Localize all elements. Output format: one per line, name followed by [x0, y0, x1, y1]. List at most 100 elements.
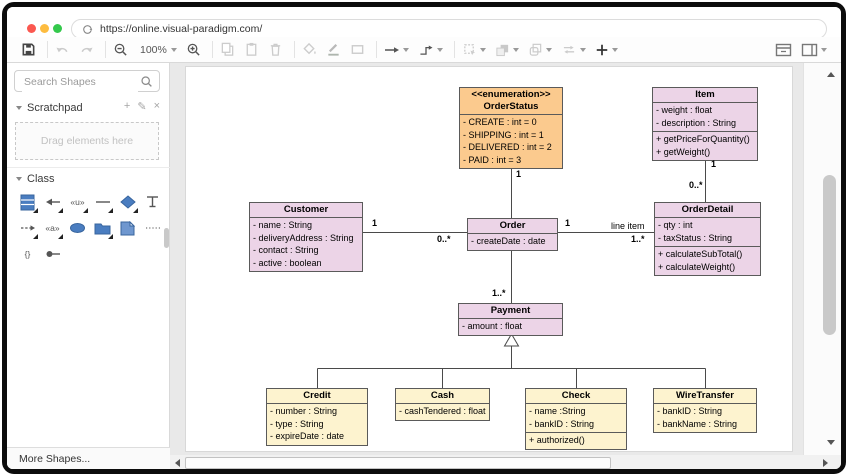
url-text: https://online.visual-paradigm.com/ — [100, 23, 263, 35]
toolbar-separator — [47, 41, 48, 58]
class-name: Check — [561, 390, 591, 401]
stereotype-a-icon[interactable]: «a» — [40, 215, 65, 241]
more-variants-icon — [33, 208, 38, 213]
sidebar-scrollbar-thumb[interactable] — [164, 228, 169, 248]
multiplicity-label: 1..* — [631, 234, 645, 244]
class-order[interactable]: Order - createDate : date — [467, 218, 558, 251]
attribute: - qty : int — [658, 220, 693, 230]
class-cash[interactable]: Cash - cashTendered : float — [395, 388, 490, 421]
close-window-button[interactable] — [27, 24, 36, 33]
class-name: Order — [499, 220, 526, 231]
scratchpad-edit-icon[interactable]: ✎ — [137, 101, 147, 113]
multiplicity-label: 0..* — [437, 234, 451, 244]
browser-window: https://online.visual-paradigm.com/ — [7, 7, 841, 469]
operation: + getPriceForQuantity() — [656, 134, 750, 144]
connector-elbow-dropdown[interactable] — [418, 43, 443, 56]
save-button[interactable] — [21, 42, 36, 57]
anchor-icon[interactable] — [140, 189, 165, 215]
more-variants-icon — [58, 234, 63, 239]
select-style-dropdown[interactable] — [462, 42, 486, 57]
search-input[interactable] — [22, 72, 138, 92]
fill-color-button[interactable] — [302, 42, 317, 57]
class-orderdetail[interactable]: OrderDetail - qty : int - taxStatus : St… — [654, 202, 761, 276]
class-wiretransfer[interactable]: WireTransfer - bankID : String - bankNam… — [653, 388, 757, 433]
connector-arrow-dropdown[interactable] — [384, 44, 409, 56]
class-orderstatus[interactable]: <<enumeration>> OrderStatus - CREATE : i… — [459, 87, 563, 169]
dashed-arrow-icon[interactable] — [15, 215, 40, 241]
attribute: - bankID : String — [657, 406, 723, 416]
operation: + calculateSubTotal() — [658, 249, 743, 259]
url-bar[interactable]: https://online.visual-paradigm.com/ — [71, 19, 827, 39]
dotted-line-icon[interactable] — [140, 215, 165, 241]
class-name: Customer — [283, 204, 329, 215]
reload-icon[interactable] — [82, 24, 93, 35]
paste-button[interactable] — [244, 42, 259, 57]
attribute: - CREATE : int = 0 — [463, 117, 537, 127]
shapes-sidebar: Scratchpad + ✎ × Drag elements here Clas… — [7, 63, 170, 469]
undo-button[interactable] — [55, 43, 70, 56]
zoom-in-button[interactable] — [186, 42, 201, 57]
search-shapes-box — [14, 70, 160, 92]
scroll-down-arrow[interactable] — [827, 440, 835, 445]
scratchpad-close-icon[interactable]: × — [153, 100, 160, 112]
redo-button[interactable] — [79, 43, 94, 56]
delete-button[interactable] — [268, 42, 283, 57]
class-check[interactable]: Check - name :String - bankID : String +… — [525, 388, 627, 450]
stereotype-u-icon[interactable]: «u» — [65, 189, 90, 215]
diamond-icon[interactable] — [115, 189, 140, 215]
attribute: - PAID : int = 3 — [463, 154, 522, 165]
class-credit[interactable]: Credit - number : String - type : String… — [266, 388, 368, 446]
scratchpad-label: Scratchpad — [27, 102, 83, 114]
shape-style-button[interactable] — [350, 42, 365, 57]
scroll-right-arrow[interactable] — [823, 459, 828, 467]
editor-toolbar: 100% — [7, 37, 841, 63]
class-payment[interactable]: Payment - amount : float — [458, 303, 563, 336]
zoom-out-button[interactable] — [113, 42, 128, 57]
scratchpad-dropzone[interactable]: Drag elements here — [15, 122, 159, 160]
line-color-button[interactable] — [326, 42, 341, 57]
scratchpad-section-header[interactable]: Scratchpad — [16, 100, 83, 116]
lollipop-interface-icon[interactable] — [40, 241, 65, 267]
scroll-left-arrow[interactable] — [175, 459, 180, 467]
class-item[interactable]: Item - weight : float - description : St… — [652, 87, 758, 161]
package-icon[interactable] — [90, 215, 115, 241]
constraint-icon[interactable]: {} — [24, 249, 31, 259]
class-shape-palette: «u» — [15, 189, 165, 267]
to-front-dropdown[interactable] — [495, 42, 519, 57]
more-shapes-link[interactable]: More Shapes... — [19, 453, 91, 465]
copy-button[interactable] — [220, 42, 235, 57]
attribute: - name :String — [529, 406, 586, 416]
zoom-level-dropdown[interactable]: 100% — [137, 44, 177, 56]
ellipse-icon[interactable] — [65, 215, 90, 241]
multiplicity-label: 1 — [372, 218, 378, 228]
chevron-down-icon — [16, 177, 22, 181]
insert-dropdown[interactable] — [595, 43, 618, 57]
association-icon[interactable] — [40, 189, 65, 215]
operation: + getWeight() — [656, 146, 711, 157]
line-icon[interactable] — [90, 189, 115, 215]
class-section-header[interactable]: Class — [16, 171, 55, 187]
scratchpad-add-icon[interactable]: + — [123, 100, 131, 112]
toggle-outline-panel-dropdown[interactable] — [801, 42, 827, 58]
class-customer[interactable]: Customer - name : String - deliveryAddre… — [249, 202, 363, 272]
to-back-dropdown[interactable] — [528, 42, 552, 57]
zoom-level-value: 100% — [140, 43, 167, 56]
scroll-up-arrow[interactable] — [827, 72, 835, 77]
stereotype-text: <<enumeration>> — [471, 89, 551, 100]
rotate-shape-dropdown[interactable] — [561, 43, 586, 56]
zoom-window-button[interactable] — [53, 24, 62, 33]
attribute: - deliveryAddress : String — [253, 232, 354, 243]
multiplicity-label: 1 — [711, 159, 717, 169]
search-icon — [141, 76, 152, 87]
horizontal-scrollbar-thumb[interactable] — [185, 457, 611, 469]
minimize-window-button[interactable] — [40, 24, 49, 33]
toggle-format-panel-button[interactable] — [775, 42, 792, 58]
more-variants-icon — [108, 208, 113, 213]
class-shape-icon[interactable] — [15, 189, 40, 215]
vertical-scrollbar-thumb[interactable] — [823, 175, 836, 335]
note-icon[interactable] — [115, 215, 140, 241]
toolbar-separator — [453, 41, 455, 58]
more-variants-icon — [58, 208, 63, 213]
attribute: - contact : String — [253, 245, 319, 255]
attribute: - amount : float — [462, 321, 523, 331]
